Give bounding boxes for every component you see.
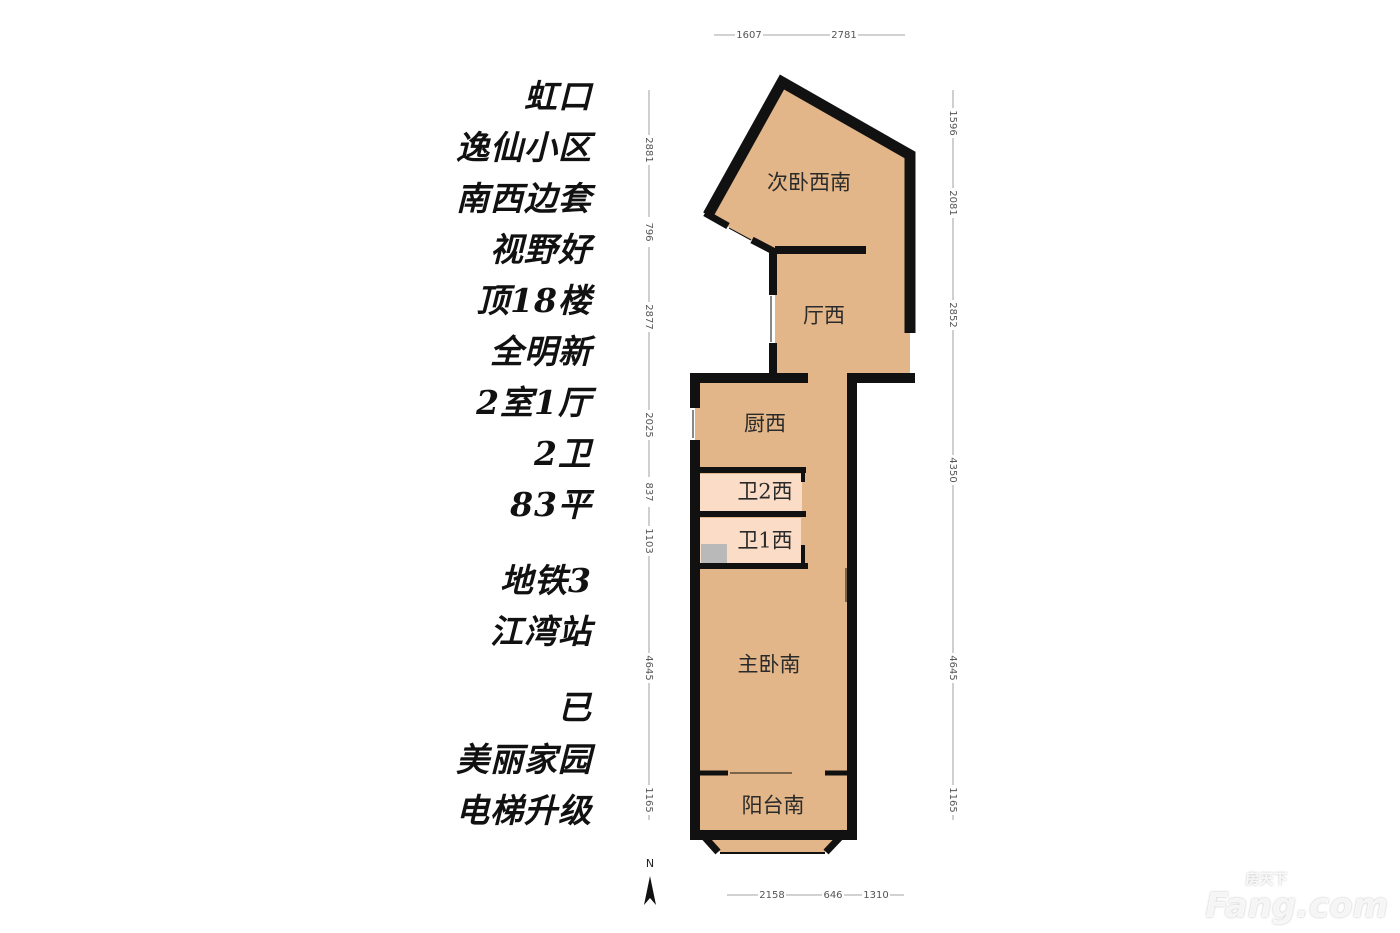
dim-right: 1596: [947, 110, 958, 135]
dim-label-bg: [947, 455, 959, 485]
feature-text: 全明新: [490, 332, 592, 371]
walls: [690, 74, 916, 855]
dim-right: 4645: [947, 655, 958, 680]
dim-right: 4350: [947, 457, 958, 482]
feature-text: 2室1厅: [476, 383, 592, 422]
dim-label-bg: [947, 300, 959, 330]
fixture: [701, 544, 727, 564]
feature-text: 顶18楼: [476, 281, 592, 320]
feature-text: 2卫: [534, 434, 592, 473]
dim-label-bg: [643, 302, 655, 332]
watermark-cn: 房天下: [1245, 872, 1288, 888]
feature-text: 83平: [510, 485, 592, 524]
dim-left: 2025: [643, 412, 654, 437]
feature-text: 地铁3: [500, 561, 592, 600]
dim-right: 1165: [947, 787, 958, 812]
dim-left: 1103: [643, 528, 654, 553]
dim-label-bg: [947, 785, 959, 815]
dim-label-bg: [643, 653, 655, 683]
dim-label-bg: [947, 108, 959, 138]
north-arrow-icon: [644, 876, 656, 905]
dim-label-bg: [643, 217, 655, 247]
dim-top: 2781: [831, 30, 856, 41]
room-label-bedroom2: 次卧西南: [767, 171, 851, 195]
dim-left: 4645: [643, 655, 654, 680]
feature-text: 已: [558, 688, 592, 727]
dim-label-bg: [643, 410, 655, 440]
room-label-master: 主卧南: [738, 653, 801, 677]
dim-top: 1607: [736, 30, 761, 41]
dim-left: 2877: [643, 304, 654, 329]
dimension-labels: 1607 2781 2881 796 2877 2025 837 1103 4645 1165…: [643, 29, 959, 901]
dim-bottom: 1310: [863, 890, 888, 901]
feature-text: 江湾站: [490, 612, 592, 651]
dim-bottom: 2158: [759, 890, 784, 901]
dim-left: 837: [643, 482, 654, 501]
bath2-floor: [699, 474, 802, 511]
dim-label-bg: [643, 526, 655, 556]
dim-label-bg: [643, 135, 655, 165]
watermark-en: Fang.com: [1205, 886, 1388, 926]
feature-text: 南西边套: [456, 179, 592, 218]
dim-left: 796: [643, 222, 654, 241]
dim-right: 2081: [947, 190, 958, 215]
feature-text: 逸仙小区: [456, 128, 592, 167]
dim-label-bg: [643, 477, 655, 507]
room-label-bath1: 卫1西: [737, 529, 792, 553]
dim-left: 1165: [643, 787, 654, 812]
feature-text: 电梯升级: [456, 791, 592, 830]
room-label-living: 厅西: [803, 304, 845, 328]
dim-label-bg: [947, 188, 959, 218]
dim-left: 2881: [643, 137, 654, 162]
room-label-kitchen: 厨西: [744, 412, 786, 436]
room-label-bath2: 卫2西: [737, 480, 792, 504]
feature-text: 美丽家园: [456, 740, 592, 779]
feature-text: 虹口: [524, 77, 592, 116]
dim-bottom: 646: [823, 890, 842, 901]
compass-label: N: [646, 857, 654, 870]
dim-label-bg: [947, 653, 959, 683]
watermark: 房天下 Fang.com: [1205, 869, 1388, 923]
feature-text: 视野好: [490, 230, 592, 269]
dim-right: 2852: [947, 302, 958, 327]
room-label-balcony: 阳台南: [742, 794, 805, 818]
dim-label-bg: [643, 785, 655, 815]
